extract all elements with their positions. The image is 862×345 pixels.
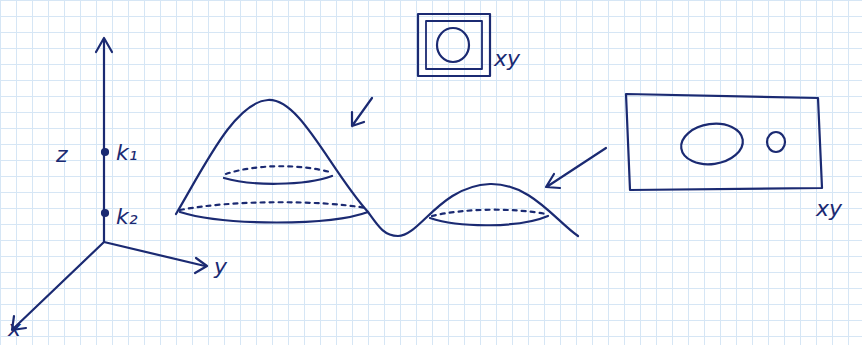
pointer-arrow (352, 98, 372, 126)
pointer-arrow (546, 148, 606, 188)
contour-ellipse (679, 120, 746, 168)
level-label: k₂ (116, 206, 138, 228)
plane-label: xy (816, 198, 842, 220)
level-label: k₁ (116, 142, 138, 164)
plane-label: xy (494, 48, 520, 70)
level-curve-small-hidden (432, 210, 546, 216)
level-curve-k1-hidden (226, 166, 330, 174)
xy-plane-box-inner (426, 21, 482, 69)
contour-circle (437, 28, 469, 62)
level-curve-k2 (180, 212, 368, 223)
contour-circle (767, 132, 785, 152)
surface-profile (176, 100, 578, 236)
axes (12, 38, 207, 330)
xy-plane-box (626, 94, 822, 190)
axis-label: z (56, 144, 68, 166)
xy-plane-box (418, 14, 490, 76)
level-curve-k2-hidden (180, 202, 366, 210)
axis-label: y (214, 256, 227, 278)
level-curve-small (430, 216, 548, 225)
level-curve-k1 (224, 176, 332, 184)
axis-label: x (8, 318, 21, 340)
